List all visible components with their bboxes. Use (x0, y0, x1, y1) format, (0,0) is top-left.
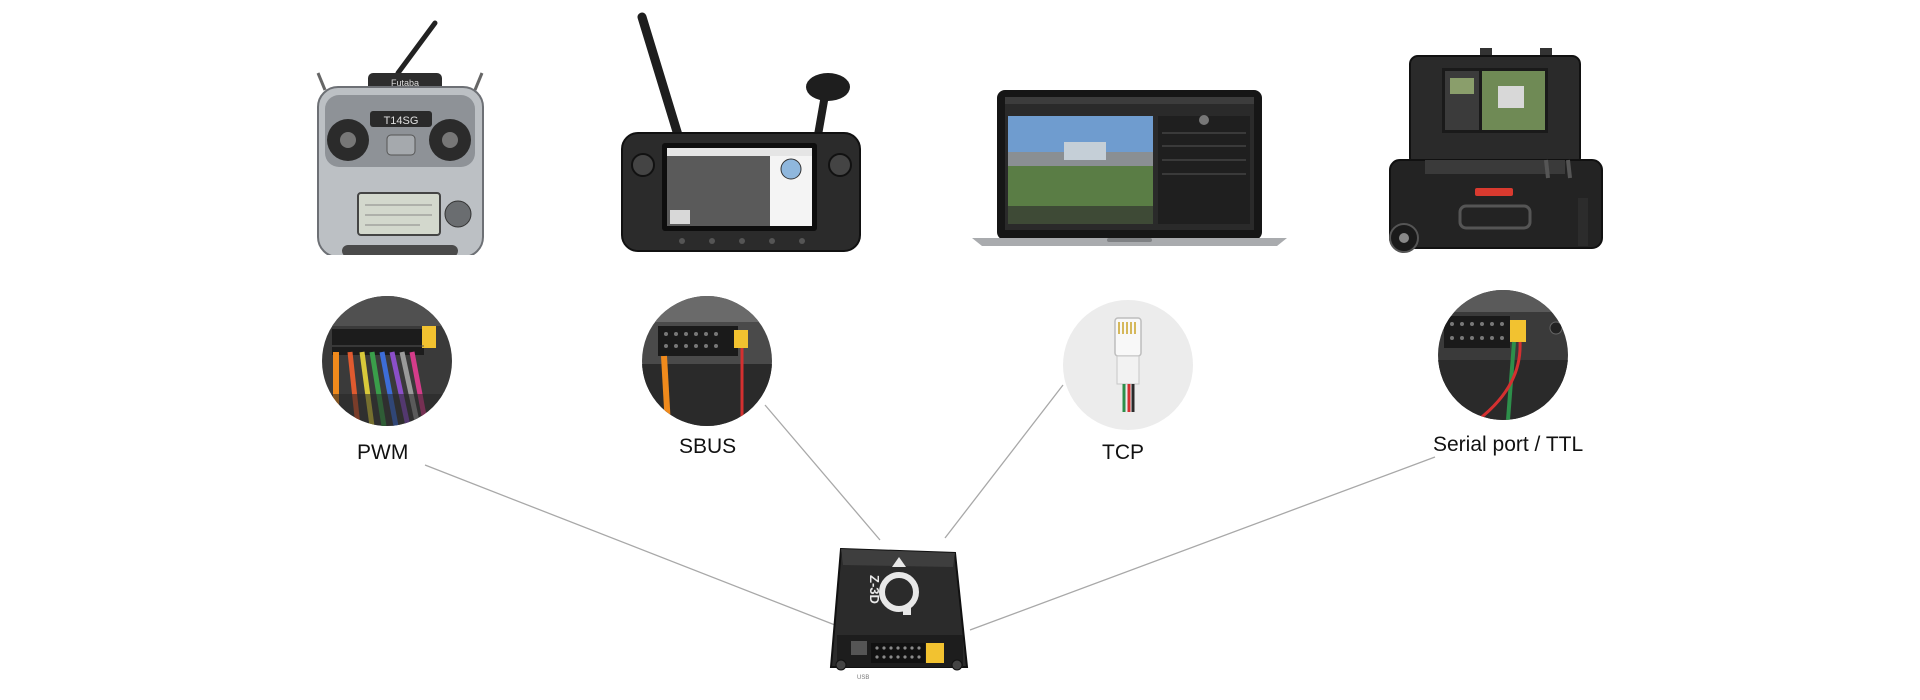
rc-brand: Futaba (391, 78, 419, 88)
handheld-controller (620, 5, 865, 255)
line-pwm (424, 464, 836, 626)
label-tcp: TCP (1102, 441, 1144, 464)
label-pwm: PWM (357, 441, 409, 464)
pwm-connector-photo (322, 296, 452, 426)
ground-station-case (1380, 48, 1610, 258)
laptop (972, 88, 1287, 248)
line-sbus (764, 404, 881, 541)
rc-model: T14SG (384, 115, 419, 127)
label-sbus: SBUS (679, 435, 737, 458)
sbus-connector-photo (642, 296, 772, 426)
line-tcp (944, 384, 1064, 539)
rc-transmitter: Futaba T14SG (310, 15, 490, 255)
label-serial: Serial port / TTL (1433, 433, 1584, 456)
serial-connector-photo (1438, 290, 1568, 420)
module-name: Z-3D (867, 575, 882, 604)
z3d-module: Z-3D USB (827, 545, 972, 685)
module-port-label: USB (857, 675, 869, 681)
line-serial (969, 456, 1436, 631)
tcp-connector-photo (1063, 300, 1193, 430)
